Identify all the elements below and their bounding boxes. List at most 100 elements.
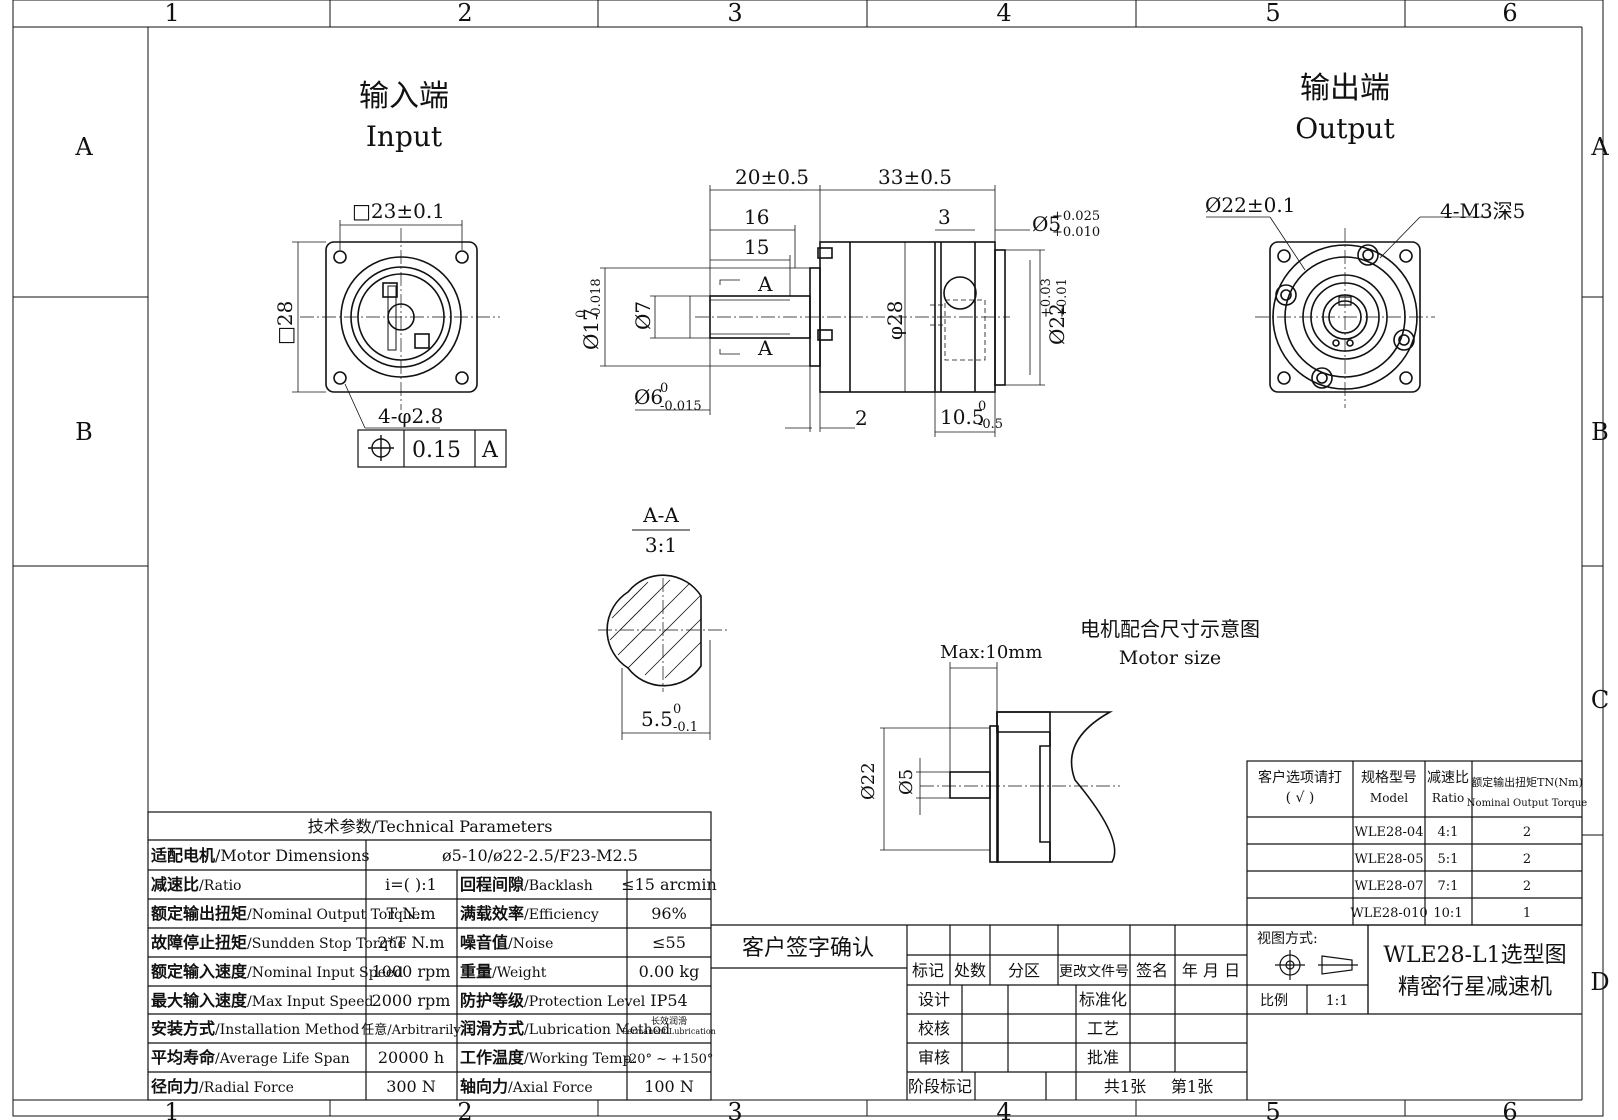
row-label-c-right: C bbox=[1591, 686, 1609, 714]
tech-row-value-left: 20000 h bbox=[378, 1048, 444, 1067]
sel-row-model: WLE28-07 bbox=[1355, 879, 1424, 894]
dim-len-10-5-upper: 0 bbox=[978, 399, 986, 414]
output-title-cn: 输出端 bbox=[1300, 71, 1390, 106]
dim-len-16: 16 bbox=[744, 205, 769, 229]
tech-row-value-right: ≤15 arcmin bbox=[621, 875, 717, 894]
col-label-1-bottom: 1 bbox=[164, 1098, 179, 1120]
tech-row-label-left: 最大输入速度/Max Input Speed bbox=[151, 991, 373, 1010]
col-label-5-bottom: 5 bbox=[1265, 1098, 1280, 1120]
title-block bbox=[711, 924, 1582, 1100]
tolerance-value: 0.15 bbox=[412, 438, 461, 463]
tech-row-label-right: 噪音值/Noise bbox=[460, 933, 553, 952]
dim-square-23: □23±0.1 bbox=[352, 199, 445, 223]
sel-header-model-en: Model bbox=[1370, 791, 1408, 805]
tech-row-value-left: T N.m bbox=[387, 904, 436, 923]
tech-row-label-left: 减速比/Ratio bbox=[151, 875, 241, 894]
tech-table bbox=[147, 811, 712, 1101]
tech-row-label-right: 回程间隙/Backlash bbox=[460, 875, 593, 894]
tech-row-label-left: 额定输入速度/Nominal Input Speed bbox=[151, 962, 403, 981]
tb-h-file: 更改文件号 bbox=[1059, 964, 1129, 980]
motor-max: Max:10mm bbox=[940, 642, 1042, 663]
row-label-a: A bbox=[74, 133, 93, 161]
tb-h-count: 处数 bbox=[954, 961, 986, 980]
dim-phi28: φ28 bbox=[883, 301, 907, 340]
tolerance-datum: A bbox=[481, 438, 499, 463]
input-title-en: Input bbox=[366, 120, 443, 153]
dim-phi6-lower: -0.015 bbox=[660, 399, 702, 414]
tech-motor-value: ø5-10/ø22-2.5/F23-M2.5 bbox=[442, 846, 638, 865]
tech-row-label-right: 防护等级/Protection Level bbox=[460, 991, 646, 1010]
dim-side-28: □28 bbox=[273, 301, 297, 345]
sel-row-ratio: 10:1 bbox=[1433, 906, 1462, 921]
dim-phi6-upper: 0 bbox=[660, 381, 668, 396]
row-label-b: B bbox=[75, 418, 93, 446]
col-label-2-bottom: 2 bbox=[457, 1098, 472, 1120]
customer-sign: 客户签字确认 bbox=[742, 936, 874, 961]
tech-row-label-left: 平均寿命/Average Life Span bbox=[151, 1048, 350, 1067]
col-label-3: 3 bbox=[727, 0, 742, 27]
sel-row-torque: 2 bbox=[1523, 879, 1531, 894]
row-label-a-right: A bbox=[1590, 133, 1609, 161]
tb-scale-label: 比例 bbox=[1260, 993, 1288, 1009]
sel-row-torque: 2 bbox=[1523, 852, 1531, 867]
tech-row-label-left: 故障停止扭矩/Sundden Stop Torque bbox=[151, 933, 406, 952]
tech-row-label-right: 润滑方式/Lubrication Method bbox=[460, 1019, 670, 1038]
tb-approve: 批准 bbox=[1087, 1048, 1119, 1067]
dim-phi17-lower: -0.018 bbox=[589, 278, 604, 320]
dim-phi5-lower: +0.010 bbox=[1052, 225, 1100, 240]
tb-stage: 阶段标记 bbox=[908, 1077, 972, 1096]
tech-title: 技术参数/Technical Parameters bbox=[308, 817, 553, 836]
col-label-2: 2 bbox=[457, 0, 472, 27]
dim-phi7: Ø7 bbox=[631, 301, 655, 330]
out-dim-m3: 4-M3深5 bbox=[1440, 199, 1525, 223]
col-label-5: 5 bbox=[1265, 0, 1280, 27]
dim-len-10-5-lower: -0.5 bbox=[978, 417, 1003, 432]
outer-frame bbox=[12, 0, 1604, 1117]
sel-header-option-mark: ( √ ) bbox=[1286, 790, 1315, 806]
dim-len-10-5: 10.5 bbox=[940, 405, 985, 429]
section-width-lower: -0.1 bbox=[673, 720, 698, 735]
dim-len-20: 20±0.5 bbox=[735, 165, 809, 189]
dim-phi22: Ø22 bbox=[1045, 303, 1069, 345]
tech-row-value-left: i=( ):1 bbox=[385, 875, 437, 894]
motor-title-en: Motor size bbox=[1119, 647, 1221, 669]
dim-phi22-lower: +0.01 bbox=[1055, 278, 1070, 318]
dim-phi6: Ø6 bbox=[634, 385, 663, 409]
tech-row-value-left: 1000 rpm bbox=[372, 962, 451, 981]
sel-row-ratio: 4:1 bbox=[1438, 825, 1459, 840]
col-label-3-bottom: 3 bbox=[727, 1098, 742, 1120]
tb-drawing-name-2: 精密行星减速机 bbox=[1398, 975, 1552, 1000]
sel-header-ratio-en: Ratio bbox=[1432, 791, 1464, 805]
motor-title-cn: 电机配合尺寸示意图 bbox=[1080, 617, 1260, 641]
dim-len-3: 3 bbox=[938, 205, 951, 229]
motor-size-view bbox=[880, 662, 1120, 863]
tb-check: 校核 bbox=[918, 1019, 950, 1038]
tech-row-value-left: 任意/Arbitrarily bbox=[361, 1022, 461, 1038]
row-label-d-right: D bbox=[1590, 968, 1609, 996]
tech-row-value-right: ≤55 bbox=[652, 933, 686, 952]
tech-row-label-right: 工作温度/Working Temp. bbox=[460, 1048, 636, 1067]
tb-standard: 标准化 bbox=[1079, 990, 1127, 1009]
tech-row-value-right-sub: Permanent Lubrication bbox=[622, 1027, 716, 1036]
tb-sheets: 共1张 bbox=[1104, 1077, 1146, 1096]
section-title: A-A bbox=[642, 503, 679, 527]
dim-len-33: 33±0.5 bbox=[878, 165, 952, 189]
dim-holes: 4-φ2.8 bbox=[378, 404, 443, 428]
dim-len-2: 2 bbox=[855, 406, 868, 430]
tb-sheet: 第1张 bbox=[1171, 1077, 1213, 1096]
tech-row-label-left: 径向力/Radial Force bbox=[151, 1077, 294, 1096]
section-mark-top: A bbox=[757, 272, 773, 296]
tech-row-value-right: 0.00 kg bbox=[639, 962, 700, 981]
dim-phi5: Ø5 bbox=[1032, 212, 1061, 236]
tech-row-value-left: 2000 rpm bbox=[372, 991, 451, 1010]
sel-row-ratio: 5:1 bbox=[1438, 852, 1459, 867]
section-a-a bbox=[598, 529, 728, 740]
projection-symbol-icon bbox=[1275, 950, 1358, 980]
tech-row-label-left: 安装方式/Installation Method bbox=[151, 1019, 359, 1038]
dim-phi17: Ø17 bbox=[579, 308, 603, 350]
motor-d5: Ø5 bbox=[896, 769, 917, 795]
col-label-4-bottom: 4 bbox=[996, 1098, 1011, 1120]
section-width: 5.5 bbox=[641, 707, 673, 731]
sel-header-option: 客户选项请打 bbox=[1258, 769, 1342, 786]
